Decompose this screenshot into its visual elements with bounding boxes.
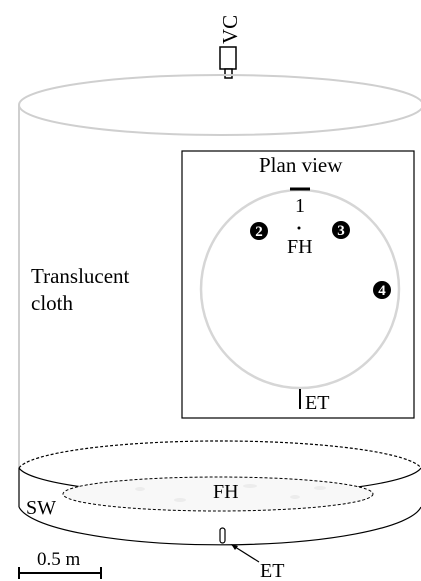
entrance-label: ET xyxy=(260,560,284,581)
cloth-label-line1: Translucent xyxy=(31,264,130,288)
svg-text:3: 3 xyxy=(337,223,345,239)
arena-floor xyxy=(18,440,421,546)
plan-center-label: FH xyxy=(287,236,313,258)
plan-view-title: Plan view xyxy=(259,153,343,177)
floor-hole-label: FH xyxy=(213,481,239,503)
position-1-label: 1 xyxy=(295,195,305,217)
position-4-marker: 4 xyxy=(373,281,391,299)
cloth-cylinder xyxy=(18,74,421,468)
position-3-marker: 3 xyxy=(332,221,350,239)
cloth-label-line2: cloth xyxy=(31,291,73,315)
svg-text:4: 4 xyxy=(378,283,386,299)
svg-text:2: 2 xyxy=(255,224,263,240)
entrance-tube-icon xyxy=(219,527,260,563)
side-wall-label: SW xyxy=(26,497,56,519)
plan-entrance-label: ET xyxy=(305,392,329,414)
scale-label: 0.5 m xyxy=(37,549,81,570)
video-camera-icon xyxy=(219,46,237,79)
position-2-marker: 2 xyxy=(250,222,268,240)
plan-view-inset: Plan view 1 FH 2 3 4 ET xyxy=(181,150,415,419)
scale-bar xyxy=(18,567,102,579)
camera-label: VC xyxy=(218,15,242,44)
